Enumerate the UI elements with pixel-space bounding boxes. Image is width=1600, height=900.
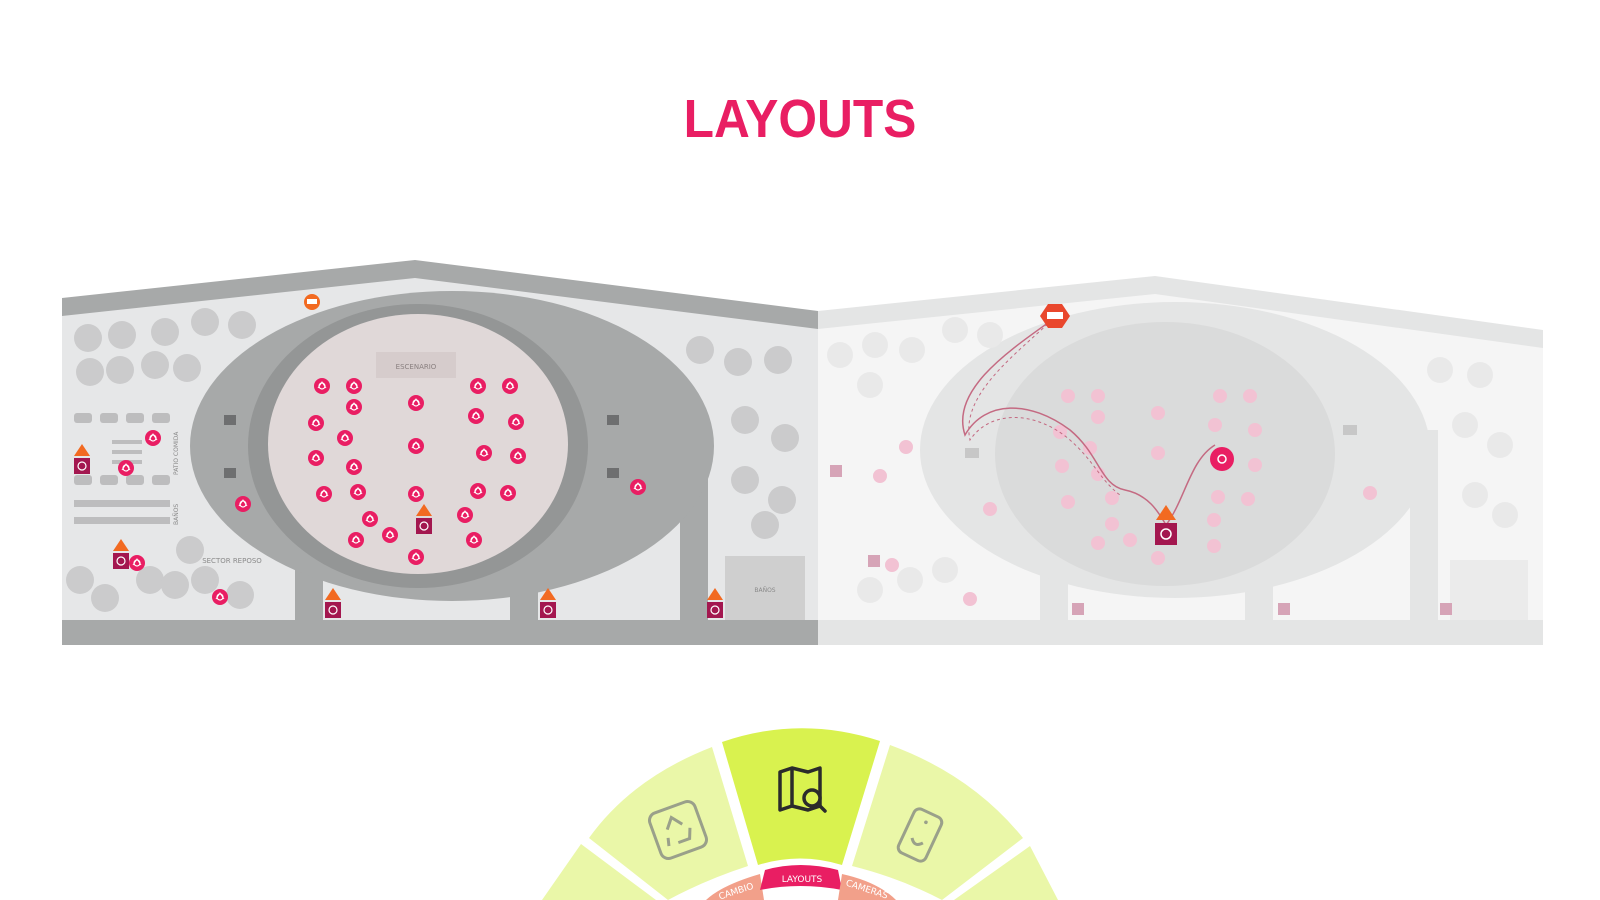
incident-marker[interactable] <box>1210 447 1234 471</box>
bathrooms-block-label: BAÑOS <box>754 587 775 594</box>
ambulance-icon[interactable] <box>304 294 320 310</box>
recycle-icon <box>647 799 709 861</box>
tab-right[interactable] <box>838 874 896 900</box>
bathrooms-block <box>725 556 805 620</box>
wheel-segment-far-right[interactable] <box>954 846 1058 900</box>
rest-sector-label: SECTOR REPOSO <box>202 557 262 565</box>
stage-label: ESCENARIO <box>396 363 437 371</box>
tab-left[interactable] <box>706 874 764 900</box>
wheel-segment-far-left[interactable] <box>542 844 656 900</box>
phone-icon <box>896 807 944 863</box>
ambulance-alert-icon[interactable] <box>1040 304 1070 328</box>
page-title: LAYOUTS <box>683 89 917 149</box>
map-bottom-road <box>62 620 818 645</box>
tab-layouts[interactable] <box>760 865 842 890</box>
wheel-segment-layouts[interactable] <box>722 728 880 865</box>
map-panel-left: ESCENARIO PATIO COMID <box>62 260 818 645</box>
wheel-segment-right[interactable] <box>852 745 1023 900</box>
incident-bin[interactable] <box>1155 505 1177 545</box>
map-panel-right <box>818 276 1543 645</box>
food-court-label: PATIO COMIDA <box>173 431 180 475</box>
stage <box>376 352 456 378</box>
route-highlight <box>962 304 1234 545</box>
map-search-icon <box>778 766 827 813</box>
bathrooms-side-label: BAÑOS <box>173 504 180 525</box>
tab-layouts-label: LAYOUTS <box>782 875 823 885</box>
